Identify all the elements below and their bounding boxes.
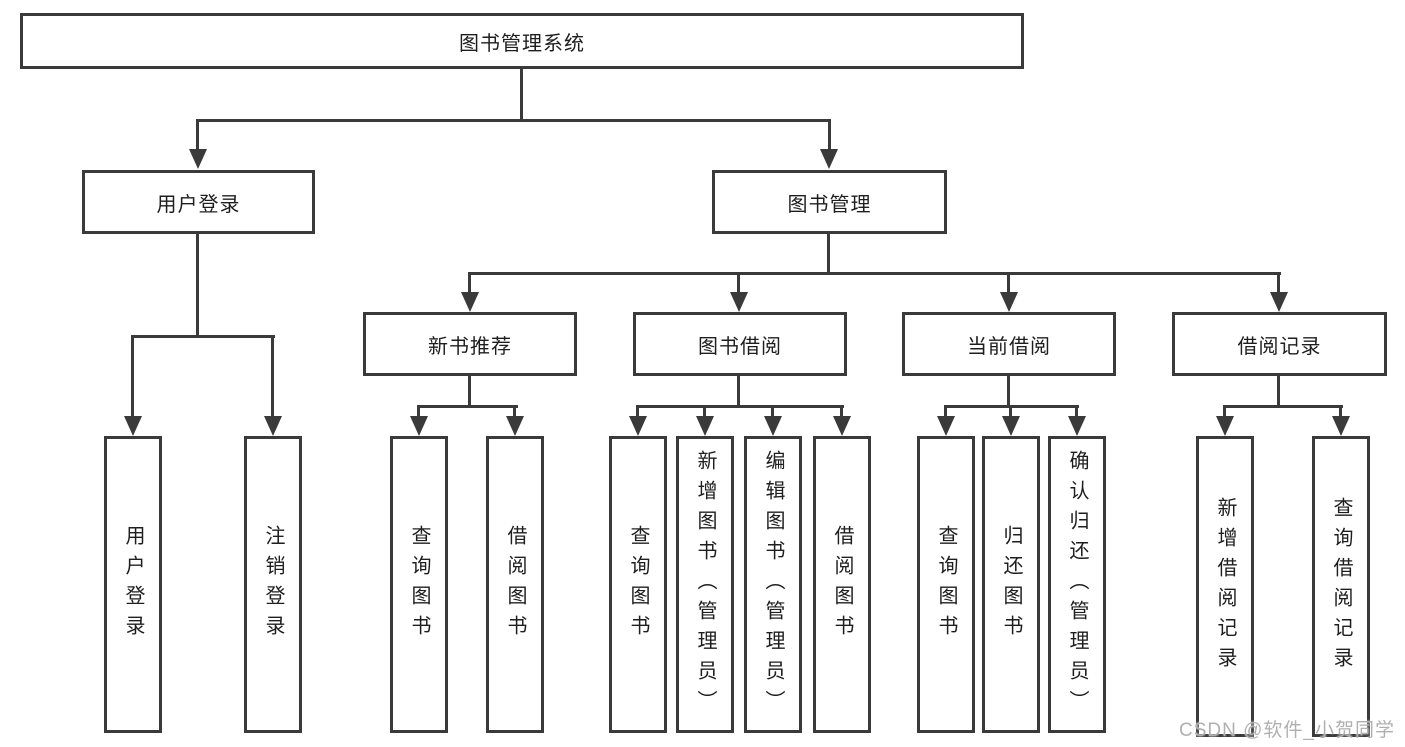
- connector-line: [468, 272, 1281, 275]
- arrow-down-icon: [629, 416, 647, 436]
- leaf-cb-query: 查询图书: [917, 436, 975, 733]
- arrow-down-icon: [820, 149, 838, 169]
- arrow-down-icon: [506, 416, 524, 436]
- connector-stub: [944, 405, 947, 419]
- connector-stub: [1009, 405, 1012, 419]
- connector-stub: [636, 405, 639, 419]
- connector-stub: [1277, 272, 1280, 294]
- node-label: 借阅图书: [831, 524, 853, 645]
- arrow-down-icon: [1216, 416, 1234, 436]
- leaf-cb-return: 归还图书: [982, 436, 1040, 733]
- node-label: 用户登录: [122, 524, 144, 645]
- connector-line: [1223, 405, 1343, 408]
- connector-stub: [828, 119, 831, 151]
- leaf-user-login: 用户登录: [104, 436, 162, 733]
- arrow-down-icon: [189, 149, 207, 169]
- connector-line: [636, 405, 844, 408]
- node-label: 查询借阅记录: [1330, 496, 1352, 677]
- node-label: 当前借阅: [967, 335, 1051, 358]
- leaf-nb-query: 查询图书: [390, 436, 448, 733]
- node-current-borrow: 当前借阅: [902, 312, 1116, 376]
- node-label: 新书推荐: [428, 335, 512, 358]
- node-label: 图书管理: [787, 193, 872, 216]
- leaf-br-add: 新增借阅记录: [1196, 436, 1254, 737]
- connector-stub: [196, 119, 199, 151]
- connector-line: [196, 234, 199, 338]
- node-label: 用户登录: [156, 193, 241, 216]
- watermark: CSDN @软件_小贺同学: [1179, 720, 1395, 741]
- connector-stub: [1007, 272, 1010, 294]
- node-label: 图书借阅: [698, 335, 782, 358]
- node-label: 确认归还（管理员）: [1066, 449, 1088, 720]
- arrow-down-icon: [1270, 292, 1288, 312]
- connector-line: [131, 335, 275, 338]
- arrow-down-icon: [730, 292, 748, 312]
- leaf-bb-add: 新增图书（管理员）: [676, 436, 734, 733]
- connector-line: [1007, 375, 1010, 408]
- connector-line: [520, 69, 523, 120]
- leaf-bb-borrow: 借阅图书: [813, 436, 871, 733]
- arrow-down-icon: [1002, 416, 1020, 436]
- node-root: 图书管理系统: [20, 13, 1024, 69]
- arrow-down-icon: [124, 416, 142, 436]
- arrow-down-icon: [937, 416, 955, 436]
- connector-line: [737, 376, 740, 408]
- connector-stub: [513, 405, 516, 419]
- node-new-books: 新书推荐: [363, 312, 577, 376]
- node-label: 归还图书: [1000, 524, 1022, 645]
- connector-line: [1277, 376, 1280, 408]
- leaf-logout: 注销登录: [244, 436, 302, 733]
- arrow-down-icon: [833, 416, 851, 436]
- connector-stub: [771, 405, 774, 419]
- leaf-cb-confirm: 确认归还（管理员）: [1048, 436, 1106, 733]
- node-label: 新增图书（管理员）: [694, 449, 716, 720]
- arrow-down-icon: [764, 416, 782, 436]
- node-borrow-records: 借阅记录: [1172, 312, 1387, 376]
- leaf-nb-borrow: 借阅图书: [486, 436, 544, 733]
- arrow-down-icon: [264, 416, 282, 436]
- node-user-login: 用户登录: [82, 170, 315, 234]
- node-label: 注销登录: [262, 524, 284, 645]
- connector-stub: [1339, 405, 1342, 419]
- node-label: 借阅记录: [1237, 335, 1322, 358]
- arrow-down-icon: [1332, 416, 1350, 436]
- connector-stub: [840, 405, 843, 419]
- node-label: 图书管理系统: [459, 32, 585, 55]
- connector-stub: [1223, 405, 1226, 419]
- arrow-down-icon: [1000, 292, 1018, 312]
- connector-stub: [1075, 405, 1078, 419]
- arrow-down-icon: [410, 416, 428, 436]
- connector-stub: [271, 335, 274, 419]
- node-label: 查询图书: [935, 524, 957, 645]
- arrow-down-icon: [696, 416, 714, 436]
- node-label: 新增借阅记录: [1214, 496, 1236, 677]
- connector-stub: [703, 405, 706, 419]
- node-label: 查询图书: [627, 524, 649, 645]
- leaf-bb-query: 查询图书: [609, 436, 667, 733]
- connector-line: [827, 234, 830, 275]
- arrow-down-icon: [461, 292, 479, 312]
- node-label: 编辑图书（管理员）: [762, 449, 784, 720]
- arrow-down-icon: [1068, 416, 1086, 436]
- node-book-borrow: 图书借阅: [633, 312, 847, 376]
- connector-stub: [737, 272, 740, 294]
- connector-stub: [417, 405, 420, 419]
- node-label: 查询图书: [408, 524, 430, 645]
- node-book-mgmt: 图书管理: [712, 170, 947, 234]
- connector-line: [417, 405, 518, 408]
- leaf-br-query: 查询借阅记录: [1312, 436, 1370, 737]
- connector-line: [468, 376, 471, 408]
- connector-line: [197, 119, 831, 122]
- node-label: 借阅图书: [504, 524, 526, 645]
- connector-stub: [131, 335, 134, 419]
- leaf-bb-edit: 编辑图书（管理员）: [744, 436, 802, 733]
- connector-stub: [468, 272, 471, 294]
